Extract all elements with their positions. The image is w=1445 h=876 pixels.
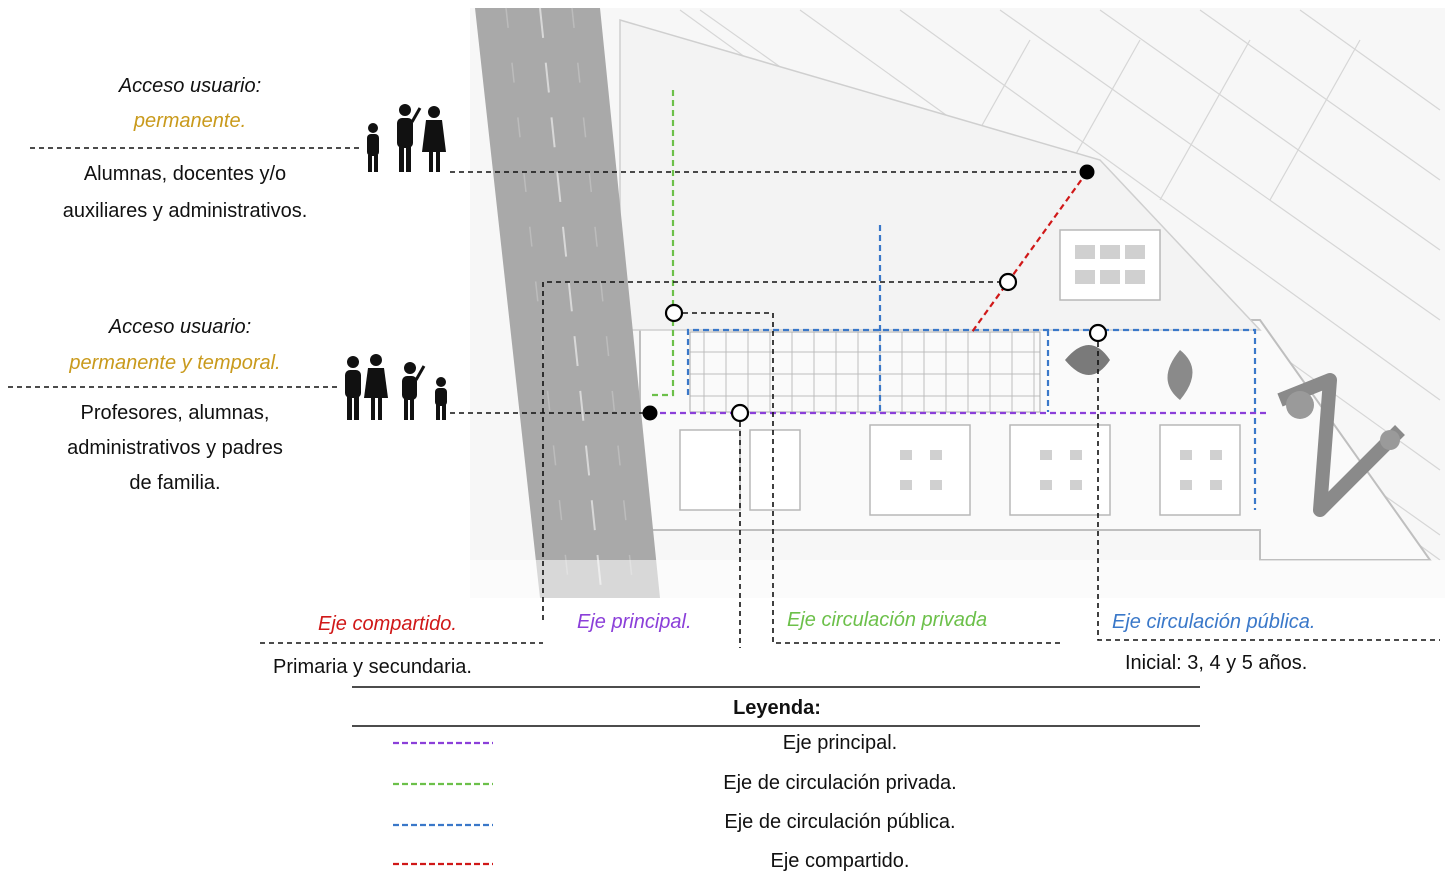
node-open — [1088, 323, 1108, 343]
architectural-plan-background — [470, 7, 1445, 600]
access-middle-type: permanente y temporal. — [69, 352, 281, 374]
node-open — [998, 272, 1018, 292]
label-public-axis: Eje circulación pública. — [1112, 611, 1316, 633]
access-middle-users-1: Profesores, alumnas, — [80, 402, 270, 424]
access-top-users-2: auxiliares y administrativos. — [62, 200, 308, 222]
label-shared-axis: Eje compartido. — [318, 613, 457, 635]
legend-item-shared: Eje compartido. — [770, 850, 910, 872]
label-initial: Inicial: 3, 4 y 5 años. — [1125, 652, 1308, 674]
node-open — [664, 303, 684, 323]
label-main-axis: Eje principal. — [577, 611, 692, 633]
callout-leaders — [8, 147, 1440, 727]
legend-item-private: Eje de circulación privada. — [723, 772, 957, 794]
node-solid-middle — [642, 405, 658, 421]
access-top-label: Acceso usuario: — [118, 75, 262, 97]
axis-public-circulation — [686, 328, 1257, 510]
legend-item-main: Eje principal. — [782, 732, 898, 754]
family-silhouettes-icon — [345, 354, 447, 420]
access-top-users-1: Alumnas, docentes y/o — [83, 163, 287, 185]
access-middle-users-2: administrativos y padres — [67, 437, 283, 459]
axis-private-circulation — [652, 90, 675, 397]
axis-shared — [971, 171, 1088, 333]
label-private-axis: Eje circulación privada — [787, 609, 988, 631]
access-top-type: permanente. — [133, 110, 247, 132]
legend-item-public: Eje de circulación pública. — [724, 811, 956, 833]
access-middle-label: Acceso usuario: — [108, 316, 252, 338]
access-middle-users-3: de familia. — [129, 472, 221, 494]
label-primary-secondary: Primaria y secundaria. — [273, 656, 472, 678]
access-nodes — [642, 164, 1108, 423]
people-silhouettes-icon — [367, 104, 446, 172]
legend-title: Leyenda: — [733, 697, 821, 719]
node-solid-top — [1079, 164, 1095, 180]
node-open — [730, 403, 750, 423]
legend-samples — [393, 741, 493, 866]
